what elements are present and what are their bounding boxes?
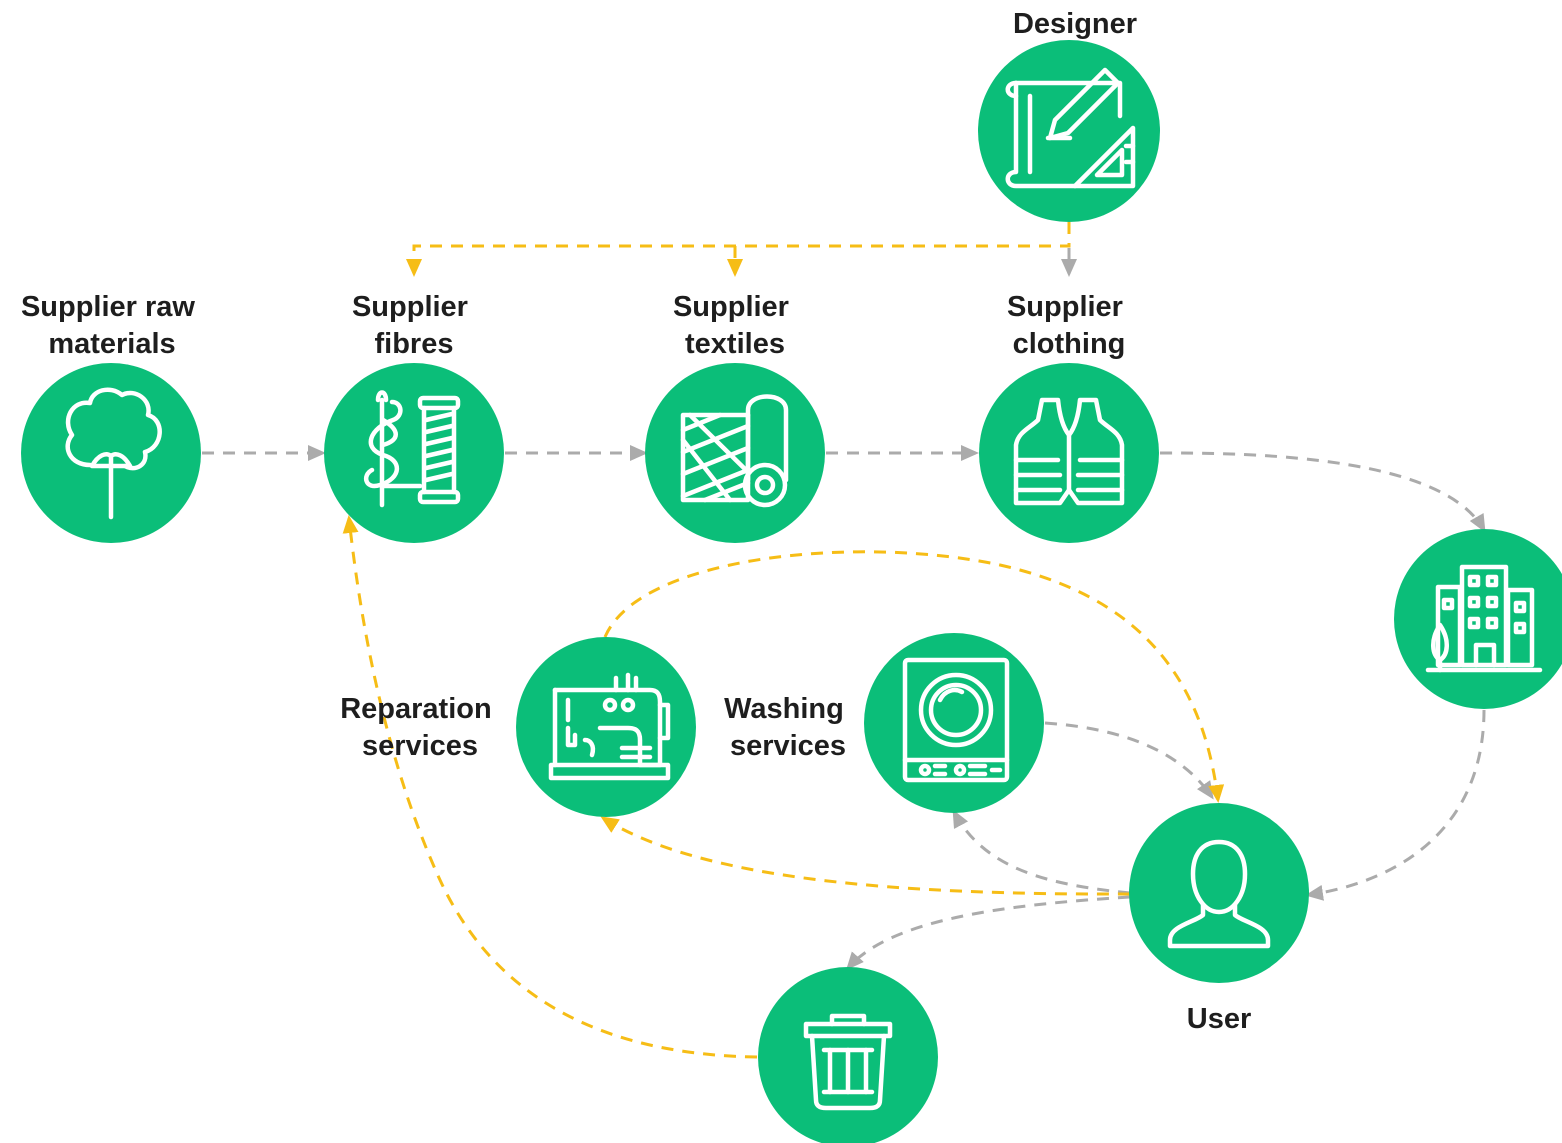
node-label: Supplier raw materials — [21, 291, 203, 360]
nodes: Designer Supplier raw materials — [21, 8, 1562, 1143]
needle-thread-spool-icon — [363, 390, 461, 508]
user-label-line1: User — [1187, 1003, 1252, 1035]
trash-bin-icon — [803, 1013, 893, 1111]
washing-label-line2: services — [730, 730, 846, 762]
node-label: Supplier textiles — [673, 291, 797, 360]
edge-user-to-washing — [952, 809, 1131, 895]
textiles-label-line1: Supplier — [673, 291, 789, 323]
node-label: Supplier fibres — [352, 291, 476, 360]
sewing-machine-icon — [548, 672, 671, 781]
edge-clothing-to-buildings — [1159, 451, 1486, 533]
node-textiles[interactable]: Supplier textiles — [645, 291, 825, 543]
node-label: Washing services — [724, 693, 852, 762]
node-label: Designer — [1013, 8, 1137, 40]
edge-buildings-to-user — [1305, 709, 1486, 901]
node-label: Reparation services — [340, 693, 500, 762]
fibres-label-line2: fibres — [375, 328, 454, 360]
fibres-label-line1: Supplier — [352, 291, 468, 323]
washing-machine-icon — [902, 657, 1010, 783]
cotton-plant-icon — [65, 387, 162, 520]
node-user[interactable]: User — [1129, 803, 1309, 1035]
edge-reparation-to-user — [603, 550, 1225, 803]
node-washing[interactable]: Washing services — [724, 633, 1044, 813]
node-buildings[interactable] — [1394, 529, 1562, 709]
fabric-roll-icon — [680, 394, 789, 508]
raw-materials-label-line1: Supplier raw — [21, 291, 195, 323]
edge-user-to-waste — [846, 895, 1131, 971]
edge-waste-to-fibres — [342, 515, 758, 1059]
washing-label-line1: Washing — [724, 693, 844, 725]
node-raw-materials[interactable]: Supplier raw materials — [21, 291, 203, 543]
designer-label-line1: Designer — [1013, 8, 1137, 40]
node-label: Supplier clothing — [1007, 291, 1131, 360]
user-icon — [1167, 839, 1271, 949]
node-label: User — [1187, 1003, 1252, 1035]
edge-user-to-reparation — [600, 816, 1131, 896]
edge-washing-to-user — [1044, 721, 1214, 800]
node-fibres[interactable]: Supplier fibres — [324, 291, 504, 543]
node-waste[interactable] — [758, 967, 938, 1143]
blueprint-pencil-icon — [1005, 67, 1136, 189]
clothing-label-line1: Supplier — [1007, 291, 1123, 323]
reparation-label-line1: Reparation — [340, 693, 491, 725]
node-designer[interactable]: Designer — [978, 8, 1160, 222]
edge-designer-to-fibres — [406, 222, 1071, 277]
safety-vest-icon — [1013, 397, 1125, 506]
clothing-label-line2: clothing — [1013, 328, 1126, 360]
raw-materials-label-line2: materials — [48, 328, 175, 360]
textiles-label-line2: textiles — [685, 328, 785, 360]
edges — [202, 222, 1486, 1059]
node-reparation[interactable]: Reparation services — [340, 637, 696, 817]
reparation-label-line2: services — [362, 730, 478, 762]
node-clothing[interactable]: Supplier clothing — [979, 291, 1159, 543]
buildings-icon — [1425, 564, 1543, 673]
